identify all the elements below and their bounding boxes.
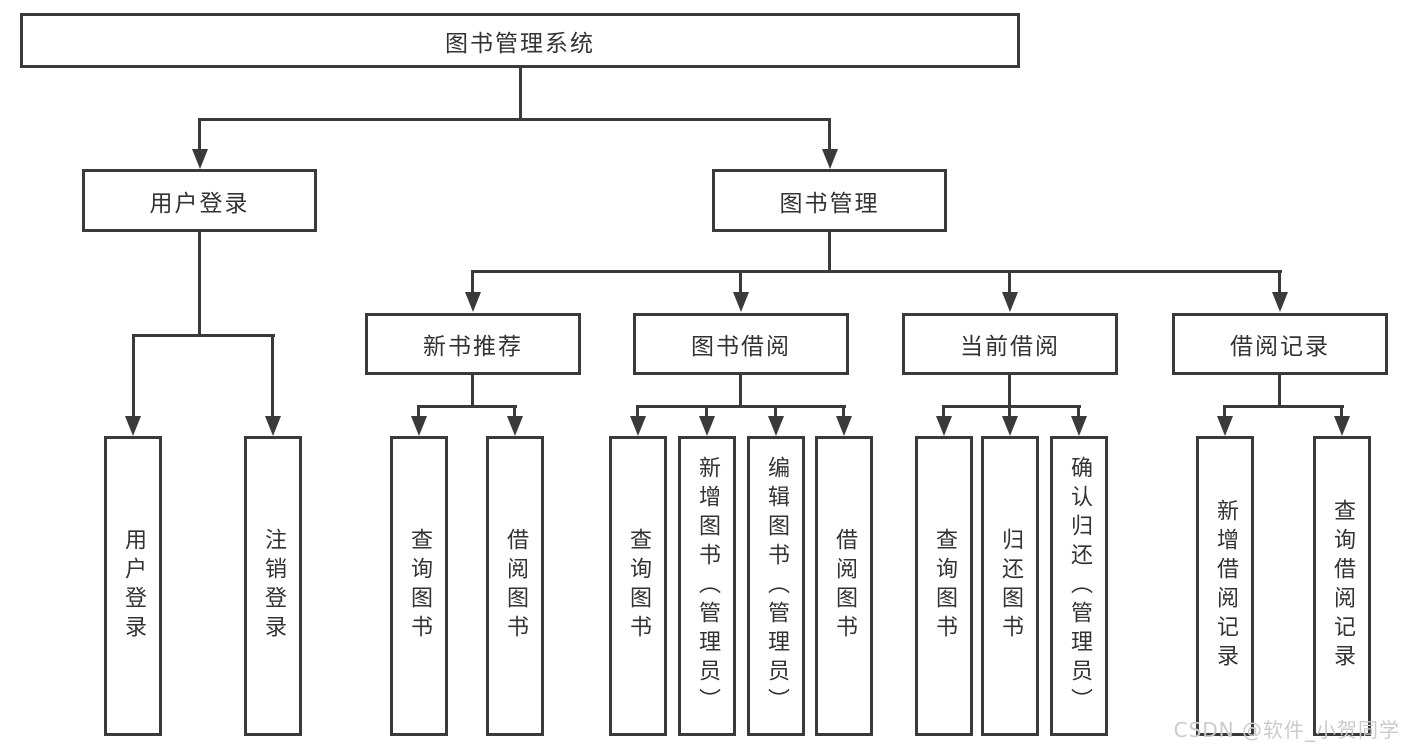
arrowhead-book-management [822, 149, 838, 169]
connector-book-management-branch [471, 270, 1282, 273]
connector-new-book-recommend-stem [471, 375, 474, 407]
connector-arm-bb-edit [774, 405, 777, 419]
arrowhead-book-borrow [733, 292, 749, 312]
connector-arm-bb-query [636, 405, 639, 419]
arrowhead-bb-add [699, 416, 715, 436]
node-cb-confirm-return-admin: 确认归还（管理员） [1050, 436, 1108, 736]
arrowhead-new-book-recommend [465, 292, 481, 312]
connector-root-stem [519, 68, 522, 121]
arrowhead-user-login [192, 149, 208, 169]
connector-arm-book-borrow [739, 270, 742, 295]
connector-book-management-stem [828, 232, 831, 273]
connector-root-branch [198, 118, 831, 121]
connector-user-login-branch [132, 334, 275, 337]
connector-arm-cb-confirm [1077, 405, 1080, 419]
node-br-query-record: 查询借阅记录 [1313, 436, 1371, 736]
connector-arm-new-book-recommend [471, 270, 474, 295]
node-borrow-records: 借阅记录 [1172, 313, 1388, 375]
connector-arm-current-borrow [1008, 270, 1011, 295]
arrowhead-cb-confirm [1071, 416, 1087, 436]
connector-arm-cb-return [1008, 405, 1011, 419]
node-leaf-logout: 注销登录 [244, 436, 302, 736]
connector-current-borrow-stem [1008, 375, 1011, 407]
connector-arm-cb-query [942, 405, 945, 419]
connector-arm-rec-query [417, 405, 420, 419]
connector-arm-leaf-logout [271, 334, 274, 418]
connector-borrow-records-branch [1223, 405, 1344, 408]
arrowhead-current-borrow [1002, 292, 1018, 312]
connector-arm-user-login [198, 118, 201, 152]
node-cb-query-books: 查询图书 [915, 436, 973, 736]
connector-arm-br-add [1223, 405, 1226, 419]
connector-arm-br-query [1340, 405, 1343, 419]
connector-arm-book-management [828, 118, 831, 152]
csdn-watermark: CSDN @软件_小贺同学 [1173, 718, 1400, 742]
node-current-borrow: 当前借阅 [902, 313, 1118, 375]
connector-borrow-records-stem [1278, 375, 1281, 407]
connector-new-book-recommend-branch [417, 405, 517, 408]
arrowhead-bb-edit [768, 416, 784, 436]
arrowhead-rec-query [411, 416, 427, 436]
connector-current-borrow-branch [942, 405, 1081, 408]
arrowhead-br-query [1334, 416, 1350, 436]
node-library-management-system: 图书管理系统 [20, 13, 1020, 68]
node-book-borrow: 图书借阅 [633, 313, 849, 375]
node-new-book-recommend: 新书推荐 [365, 313, 581, 375]
arrowhead-cb-query [936, 416, 952, 436]
connector-arm-leaf-user-login [132, 334, 135, 418]
arrowhead-br-add [1217, 416, 1233, 436]
arrowhead-borrow-records [1272, 292, 1288, 312]
arrowhead-rec-borrow [507, 416, 523, 436]
node-leaf-user-login: 用户登录 [104, 436, 162, 736]
arrowhead-bb-query [630, 416, 646, 436]
node-book-management: 图书管理 [712, 169, 947, 232]
arrowhead-leaf-user-login [125, 416, 141, 436]
connector-book-borrow-stem [739, 375, 742, 407]
node-bb-add-books-admin: 新增图书（管理员） [678, 436, 736, 736]
arrowhead-cb-return [1002, 416, 1018, 436]
connector-user-login-stem [198, 232, 201, 337]
node-rec-borrow-books: 借阅图书 [486, 436, 544, 736]
node-bb-edit-books-admin: 编辑图书（管理员） [747, 436, 805, 736]
arrowhead-bb-borrow [836, 416, 852, 436]
node-br-add-record: 新增借阅记录 [1196, 436, 1254, 736]
connector-book-borrow-branch [636, 405, 846, 408]
connector-arm-bb-borrow [842, 405, 845, 419]
connector-arm-bb-add [705, 405, 708, 419]
node-bb-query-books: 查询图书 [609, 436, 667, 736]
node-cb-return-books: 归还图书 [981, 436, 1039, 736]
node-rec-query-books: 查询图书 [390, 436, 448, 736]
connector-arm-borrow-records [1278, 270, 1281, 295]
node-bb-borrow-books: 借阅图书 [815, 436, 873, 736]
arrowhead-leaf-logout [265, 416, 281, 436]
node-user-login: 用户登录 [82, 169, 317, 232]
connector-arm-rec-borrow [513, 405, 516, 419]
